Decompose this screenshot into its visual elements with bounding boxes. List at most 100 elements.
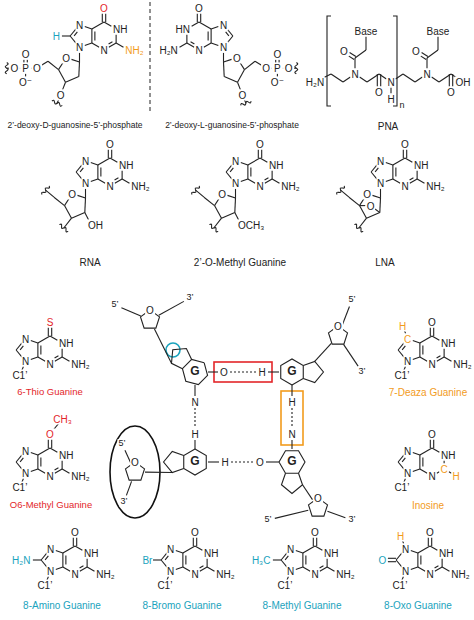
structure-name: 7-Deaza Guanine	[388, 387, 468, 398]
atom-label: C1’	[11, 482, 28, 493]
bond-line	[98, 179, 105, 183]
atom-label: N	[427, 359, 436, 370]
atom-label: C1’	[11, 370, 28, 381]
atom-label: N	[81, 155, 90, 166]
bond-line	[37, 343, 38, 357]
bond-line	[265, 178, 269, 180]
bond-line	[418, 546, 430, 553]
bond-line	[393, 179, 400, 183]
bond-line	[272, 171, 273, 180]
atom-label: O	[219, 367, 229, 378]
bond-line	[432, 448, 439, 452]
bond-line	[215, 206, 222, 219]
bond-line	[116, 43, 123, 47]
atom-label: C1’	[391, 580, 408, 591]
atom-label: N	[425, 569, 434, 580]
atom-label: O	[190, 527, 200, 538]
bond-line	[48, 61, 59, 69]
bond-line	[313, 538, 314, 547]
bond-line	[250, 168, 251, 177]
structure-name: LNA	[374, 257, 395, 268]
atom-label: P	[273, 63, 282, 74]
atom-label: N	[105, 181, 114, 192]
atom-label: NH	[323, 548, 339, 559]
bond-line	[417, 171, 418, 180]
atom-label: O	[427, 429, 437, 440]
atom-label: O	[105, 139, 115, 150]
wavy-bond	[241, 101, 251, 105]
atom-label: NH	[83, 548, 99, 559]
atom-label: OH	[455, 77, 472, 88]
atom-label: O	[446, 87, 456, 98]
wavy-bond	[5, 63, 8, 74]
bond-line	[76, 538, 77, 547]
atom-label: Base	[354, 26, 379, 37]
bond-line	[159, 301, 184, 315]
atom-label: C1’	[393, 482, 410, 493]
atom-label: O	[366, 200, 376, 211]
bond-line	[222, 213, 235, 219]
bond-line	[430, 328, 431, 337]
structure-name: 2’-deoxy-L-guanosine-5’-phosphate	[164, 121, 300, 130]
bond-line	[37, 455, 38, 469]
bond-line	[92, 22, 104, 29]
atom-label: C	[439, 464, 448, 475]
atom-label: NH₂	[95, 569, 115, 580]
atom-label: N	[166, 566, 175, 577]
atom-label: N	[190, 397, 199, 408]
hydrogen-bond	[194, 408, 195, 428]
bond-line	[224, 77, 237, 83]
atom-label: NH₂	[450, 569, 470, 580]
bond-line	[180, 43, 187, 47]
atom-label: O	[261, 63, 271, 74]
bond-line	[442, 559, 443, 568]
atom-label: Base	[426, 26, 451, 37]
atom-label: O	[400, 139, 410, 150]
bond-line	[211, 26, 218, 29]
bond-line	[405, 158, 412, 162]
wavy-bond	[192, 186, 200, 195]
atom-label: N	[422, 69, 431, 80]
strand-end: 3’	[119, 497, 128, 507]
bond-line	[214, 218, 222, 228]
bond-line	[194, 385, 195, 396]
atom-label: N	[286, 566, 295, 577]
bond-line	[79, 53, 80, 62]
bond-line	[55, 356, 59, 358]
hydrogen-bond	[230, 371, 256, 372]
bond-line	[303, 567, 310, 571]
bond-line	[327, 567, 334, 571]
bond-line	[98, 158, 110, 165]
bond-line	[402, 346, 405, 350]
bond-line	[176, 567, 183, 570]
bond-line	[153, 559, 161, 560]
strand-end: 5’	[117, 439, 126, 449]
atom-label: N	[194, 45, 203, 56]
bond-line	[432, 77, 439, 82]
bond-line	[403, 74, 415, 82]
strand-end: 5’	[263, 515, 272, 525]
bond-line	[204, 43, 211, 47]
bond-line	[122, 179, 129, 183]
atom-label: C1’	[393, 370, 410, 381]
bond-line	[195, 546, 202, 550]
atom-label: N	[81, 178, 90, 189]
base-ring	[279, 451, 305, 474]
bond-line	[207, 559, 208, 568]
bond-line	[62, 469, 69, 473]
bond-line	[59, 62, 64, 69]
bond-line	[417, 553, 418, 567]
divider-line	[150, 2, 151, 112]
atom-label: NH	[58, 450, 74, 461]
atom-label: O	[70, 527, 80, 538]
base-letter: G	[189, 365, 200, 378]
bond-line	[432, 336, 439, 340]
atom-label: N	[403, 468, 412, 479]
wavy-bond	[42, 186, 50, 195]
structure-name: 2’-O-Methyl Guanine	[193, 257, 287, 268]
atom-label: C1’	[156, 580, 173, 591]
bond-line	[260, 158, 267, 162]
atom-label: H₂N	[11, 555, 31, 566]
bond-line	[77, 195, 85, 198]
bond-line	[33, 559, 41, 560]
